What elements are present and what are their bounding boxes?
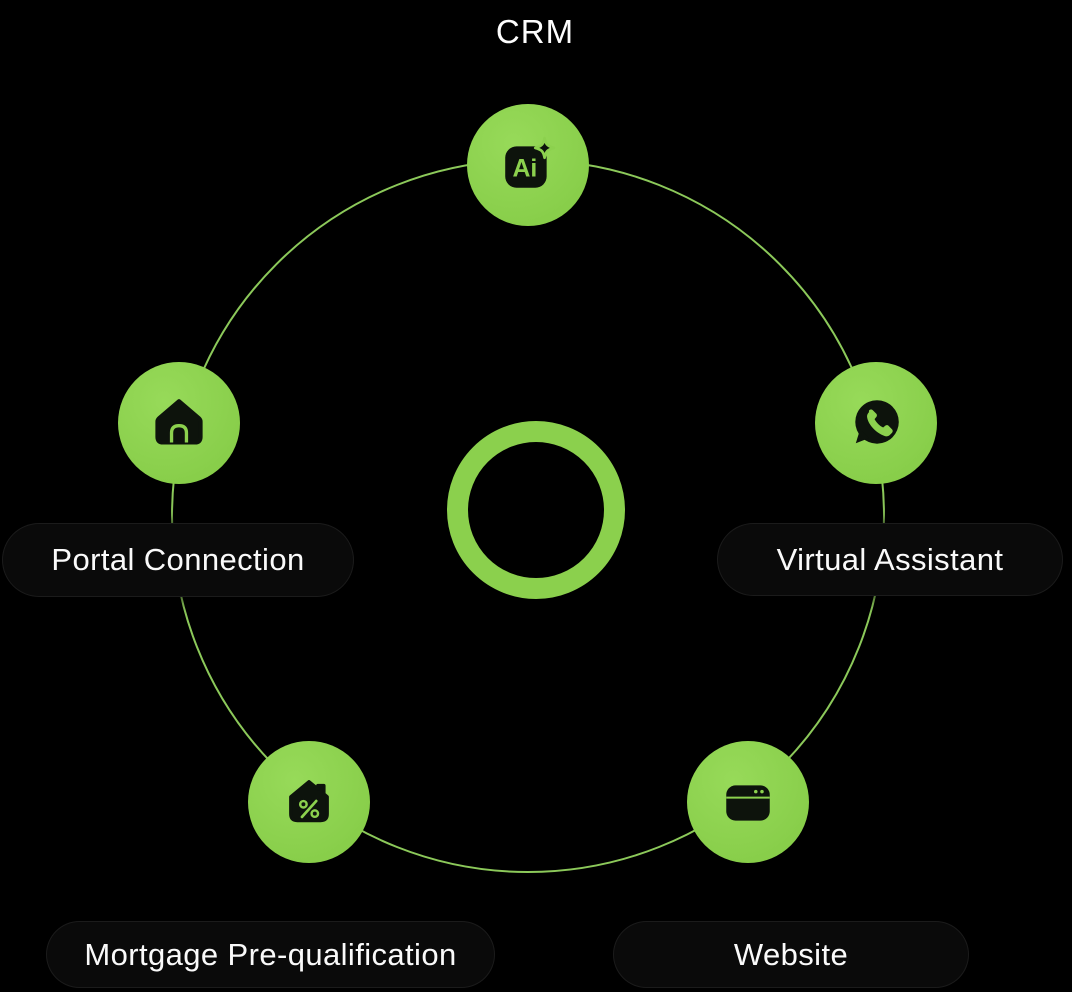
label-website-text: Website bbox=[733, 936, 849, 972]
label-portal-connection: Portal Connection bbox=[2, 523, 354, 597]
whatsapp-icon bbox=[855, 400, 899, 444]
browser-window-icon bbox=[726, 785, 770, 821]
label-virtual-assistant: Virtual Assistant bbox=[717, 523, 1063, 596]
label-virtual-assistant-text: Virtual Assistant bbox=[776, 541, 1004, 577]
node-mortgage-prequalification bbox=[248, 741, 370, 863]
node-website bbox=[687, 741, 809, 863]
label-website: Website bbox=[613, 921, 969, 988]
ring-icon bbox=[447, 421, 625, 599]
ai-icon-text: Ai bbox=[512, 155, 537, 182]
label-portal-connection-text: Portal Connection bbox=[51, 542, 305, 577]
house-percent-icon bbox=[289, 780, 329, 823]
label-mortgage-prequalification-text: Mortgage Pre-qualification bbox=[84, 936, 457, 972]
label-mortgage-prequalification: Mortgage Pre-qualification bbox=[46, 921, 495, 988]
ai-sparkle-icon: Ai bbox=[505, 136, 556, 188]
node-portal-connection bbox=[118, 362, 240, 484]
home-icon bbox=[155, 399, 203, 445]
node-crm: Ai bbox=[467, 104, 589, 226]
node-virtual-assistant bbox=[815, 362, 937, 484]
page-title: CRM bbox=[495, 13, 575, 50]
